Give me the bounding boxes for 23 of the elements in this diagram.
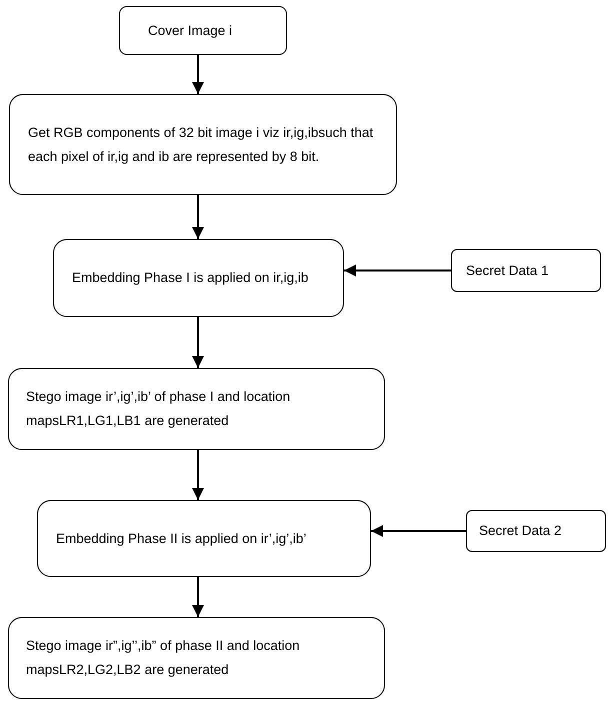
arrow <box>344 264 451 276</box>
arrow <box>192 577 204 617</box>
box-text: Embedding Phase I is applied on ir,ig,ib <box>72 269 308 288</box>
process-box <box>53 239 344 317</box>
arrow <box>192 195 204 239</box>
arrow <box>371 525 466 537</box>
process-box <box>119 6 287 55</box>
box-text: Secret Data 1 <box>466 262 549 280</box>
process-box <box>466 510 606 552</box>
box-text: Embedding Phase II is applied on ir’,ig’,ib’ <box>56 530 306 548</box>
arrow <box>192 317 204 368</box>
box-text: Stego image ir’,ig’,ib’ of phase I and location mapsLR1,LG1,LB1 are generated <box>26 388 292 430</box>
box-text: Stego image ir”,ig’’,ib” of phase II and location mapsLR2,LG2,LB2 are generated <box>26 637 301 679</box>
process-box <box>451 249 601 292</box>
process-box <box>37 500 371 577</box>
process-box <box>8 368 385 450</box>
box-text: Get RGB components of 32 bit image i viz ir,ig,ibsuch that each pixel of ir,ig and ib are represented by 8 bit. <box>28 124 374 166</box>
arrow <box>192 450 204 500</box>
process-box <box>8 617 385 699</box>
process-box <box>9 94 397 195</box>
box-text: Secret Data 2 <box>479 522 562 540</box>
arrow <box>192 55 204 94</box>
box-text: Cover Image i <box>148 22 232 40</box>
